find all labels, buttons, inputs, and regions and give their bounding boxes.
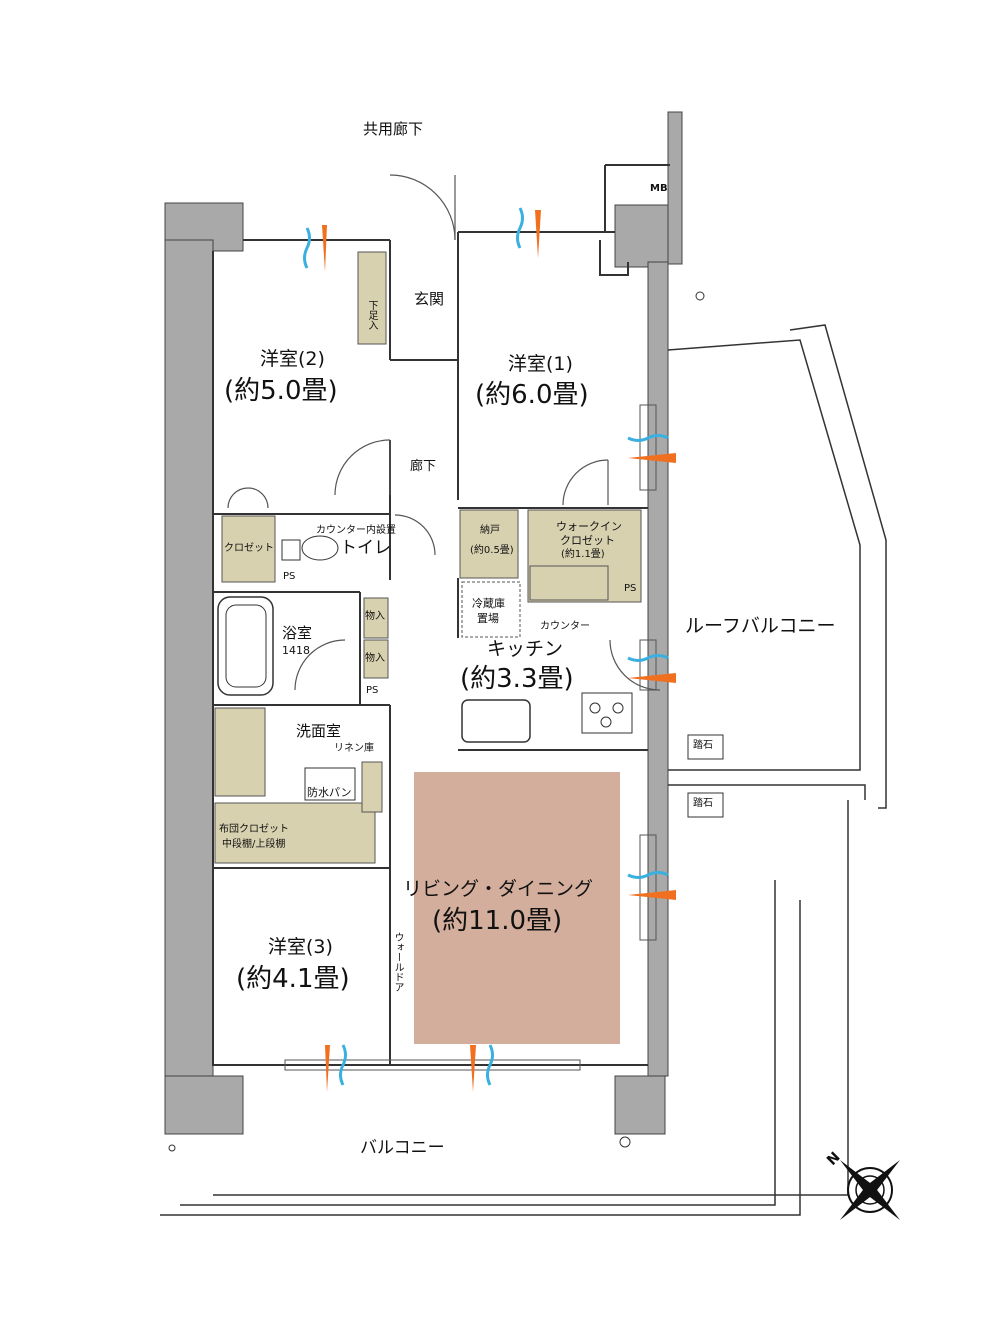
vent-markers xyxy=(303,207,676,1092)
closet-room2 xyxy=(221,515,276,583)
label-toilet: トイレ xyxy=(340,538,391,558)
label-shared-corridor: 共用廊下 xyxy=(363,120,424,138)
label-shoe-box: 下足入 xyxy=(366,300,377,330)
stepping-stone-1 xyxy=(687,734,724,760)
label-room1-area: (約6.0畳) xyxy=(475,380,589,410)
label-fridge-1: 冷蔵庫 xyxy=(472,597,505,610)
door-swings xyxy=(227,174,661,691)
label-ps-toilet: PS xyxy=(283,571,296,582)
label-balcony: バルコニー xyxy=(360,1138,445,1158)
storage-in-1 xyxy=(363,597,389,639)
label-kitchen-area: (約3.3畳) xyxy=(460,664,574,694)
living-floor xyxy=(414,772,620,1044)
label-kitchen: キッチン xyxy=(487,638,564,660)
label-waterproof-pan: 防水パン xyxy=(307,786,352,799)
bathtub xyxy=(217,596,274,696)
toilet-fixture xyxy=(301,535,339,561)
label-bath-size: 1418 xyxy=(282,644,310,657)
label-room3-area: (約4.1畳) xyxy=(236,964,350,994)
label-ps-bath: PS xyxy=(366,685,379,696)
label-room2: 洋室(2) xyxy=(260,348,325,370)
label-wall-door: ウォールドア xyxy=(392,932,403,992)
futon-closet xyxy=(214,802,376,864)
stepping-stone-2 xyxy=(687,792,724,818)
shoe-box xyxy=(357,251,387,345)
label-fridge-2: 置場 xyxy=(477,612,499,625)
roof-balcony-outline xyxy=(160,324,887,1216)
label-bathroom: 浴室 xyxy=(282,624,313,642)
label-washroom: 洗面室 xyxy=(296,722,342,740)
label-counter: カウンター xyxy=(540,621,590,632)
label-storage-nando: 納戸 xyxy=(480,525,500,536)
label-living: リビング・ダイニング xyxy=(403,878,594,900)
label-futon-closet-2: 中段棚/上段棚 xyxy=(222,839,286,850)
label-closet-room2: クロゼット xyxy=(224,543,274,554)
label-storage-nando-area: (約0.5畳) xyxy=(470,545,514,556)
label-mb: MB xyxy=(650,183,668,194)
label-stepping-stone-1: 踏石 xyxy=(693,740,713,751)
label-room2-area: (約5.0畳) xyxy=(224,376,338,406)
storage-in-2 xyxy=(363,639,389,679)
label-living-area: (約11.0畳) xyxy=(432,906,563,936)
label-wic-2: クロゼット xyxy=(560,534,615,547)
label-hallway: 廊下 xyxy=(410,459,437,474)
label-ps-wic: PS xyxy=(624,583,637,594)
label-room3: 洋室(3) xyxy=(268,936,333,958)
label-roof-balcony: ルーフバルコニー xyxy=(685,615,836,637)
label-storage-in-2: 物入 xyxy=(365,653,385,664)
storage-nando xyxy=(459,509,519,579)
compass-icon xyxy=(840,1160,900,1220)
label-wic-1: ウォークイン xyxy=(556,520,622,533)
label-linen: リネン庫 xyxy=(334,743,374,754)
fridge-space xyxy=(461,581,521,638)
label-wic-area: (約1.1畳) xyxy=(561,549,605,560)
stove xyxy=(581,692,633,734)
windows xyxy=(284,404,657,1071)
label-counter-built-in: カウンター内設置 xyxy=(316,525,396,536)
label-stepping-stone-2: 踏石 xyxy=(693,798,713,809)
wash-vanity xyxy=(214,707,266,797)
waterproof-pan xyxy=(304,767,356,801)
kitchen-sink xyxy=(461,699,531,743)
label-entrance: 玄関 xyxy=(414,290,445,308)
label-futon-closet-1: 布団クロゼット xyxy=(219,824,289,835)
label-storage-in-1: 物入 xyxy=(365,611,385,622)
label-room1: 洋室(1) xyxy=(508,353,573,375)
